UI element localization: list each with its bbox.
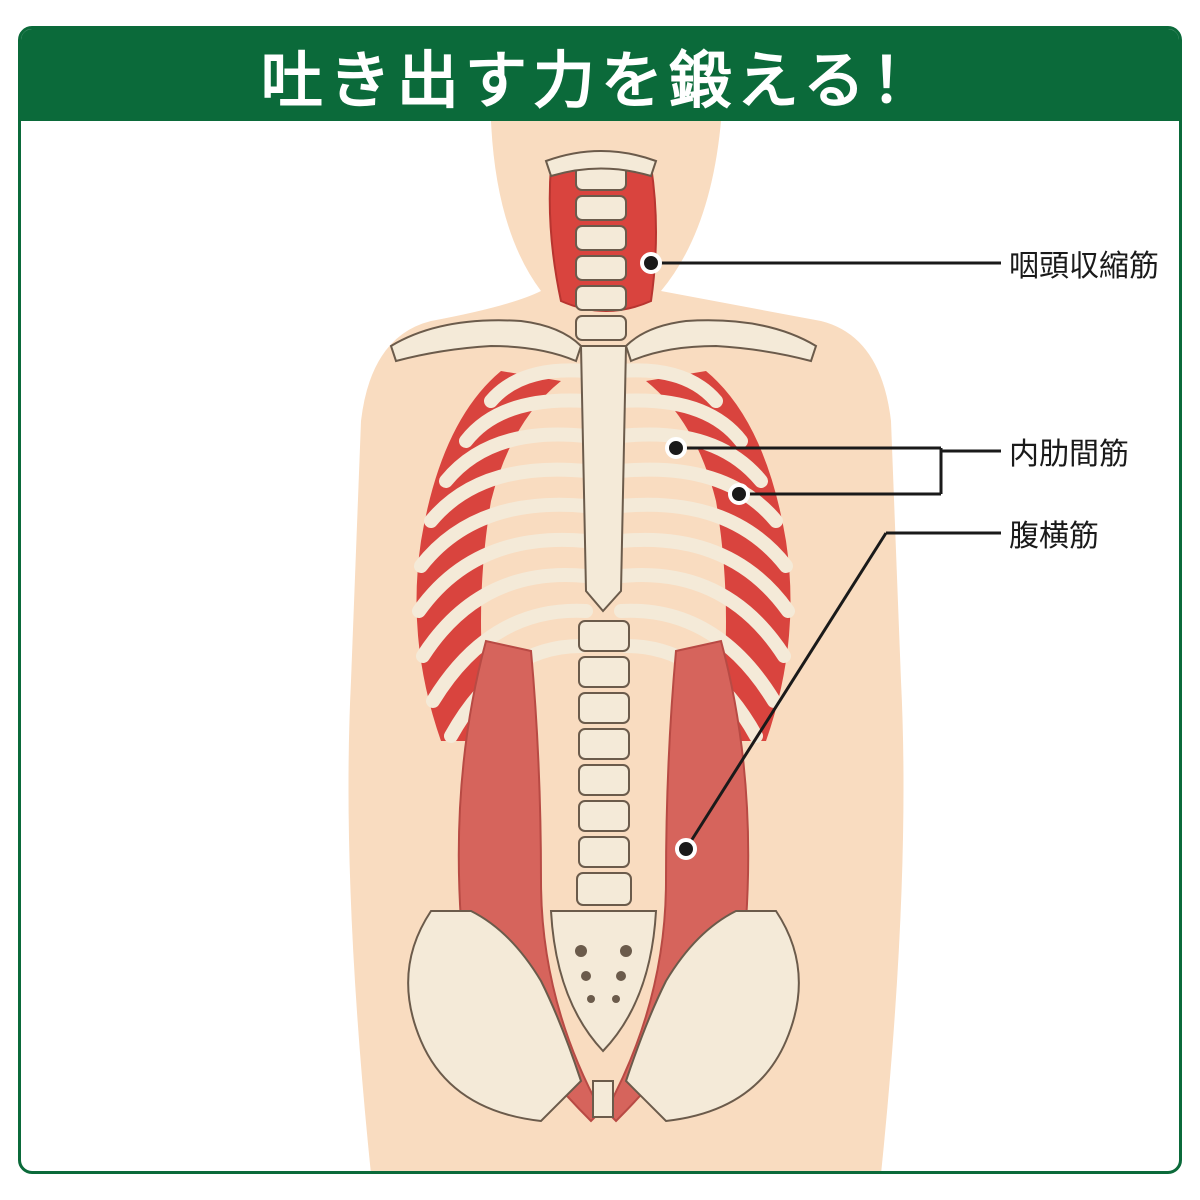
leader-lines bbox=[651, 261, 1001, 850]
leader-transverse-diag bbox=[684, 532, 888, 850]
dot-transverse bbox=[675, 838, 697, 860]
cervical-spine bbox=[575, 165, 627, 341]
clavicle-right bbox=[624, 319, 818, 363]
anatomy-illustration bbox=[348, 121, 1001, 1171]
marker-dots bbox=[640, 252, 750, 860]
sacrum bbox=[549, 910, 658, 1053]
pubic-symphysis bbox=[592, 1080, 614, 1118]
title-bar: 吐き出す力を鍛える！ bbox=[21, 29, 1179, 121]
anatomy-stage: 咽頭収縮筋 内肋間筋 腹横筋 bbox=[21, 121, 1179, 1171]
clavicle-left bbox=[389, 319, 583, 363]
label-transverse: 腹横筋 bbox=[1009, 519, 1099, 554]
sacral-foramina bbox=[575, 945, 632, 1003]
diagram-frame: 吐き出す力を鍛える！ bbox=[18, 26, 1182, 1174]
sternum bbox=[579, 345, 628, 613]
page-title: 吐き出す力を鍛える！ bbox=[260, 44, 940, 117]
label-pharynx: 咽頭収縮筋 bbox=[1009, 249, 1159, 284]
dot-intercostal-2 bbox=[728, 483, 750, 505]
ribs-right bbox=[614, 363, 795, 743]
label-intercostal: 内肋間筋 bbox=[1009, 437, 1129, 472]
pelvis-right bbox=[624, 910, 800, 1123]
skull-base bbox=[544, 150, 658, 178]
dot-pharynx bbox=[640, 252, 662, 274]
dot-intercostal-1 bbox=[665, 437, 687, 459]
pelvis bbox=[407, 910, 583, 1123]
intercostal-muscle-left bbox=[416, 371, 561, 741]
intercostal-muscle-right bbox=[646, 371, 791, 741]
lumbar-spine bbox=[576, 620, 632, 906]
